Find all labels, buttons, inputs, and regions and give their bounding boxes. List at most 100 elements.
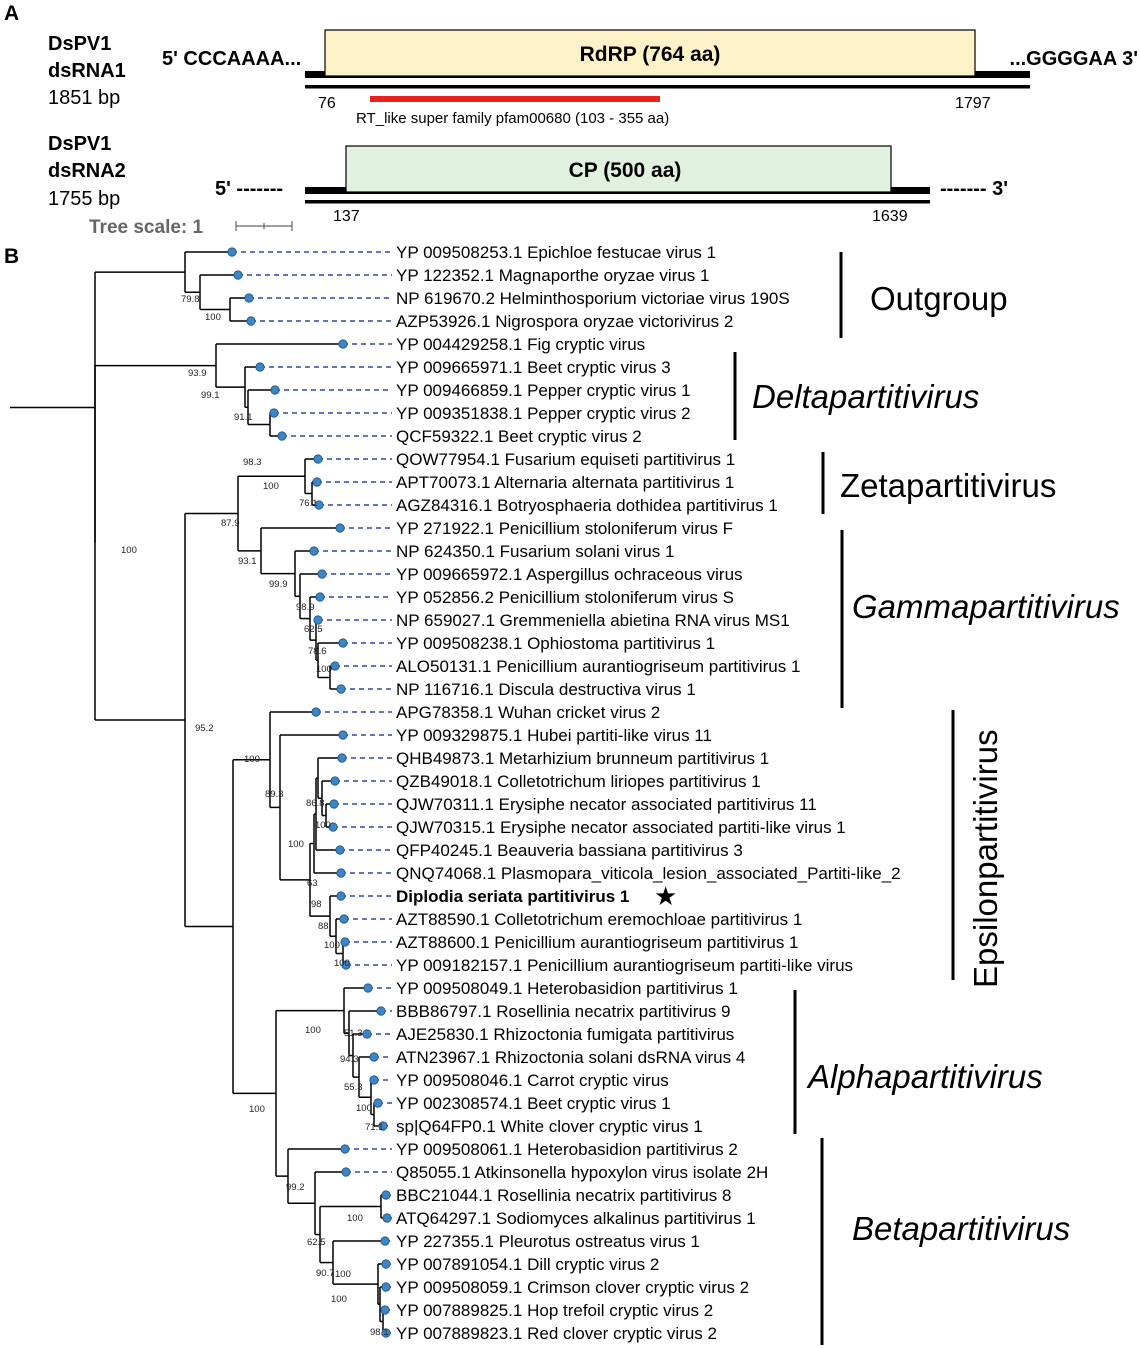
taxon-label: YP 007891054.1 Dill cryptic virus 2 <box>396 1255 659 1274</box>
taxon-label: YP 009508049.1 Heterobasidion partitivir… <box>396 979 738 998</box>
seg2-strand-line <box>305 200 930 204</box>
tip-node <box>339 914 349 924</box>
tip-node <box>362 1029 372 1039</box>
taxon-label: ATN23967.1 Rhizoctonia solani dsRNA viru… <box>396 1048 745 1067</box>
bootstrap-value: 100 <box>205 312 221 323</box>
taxon-label: YP 004429258.1 Fig cryptic virus <box>396 335 645 354</box>
taxon-label: APT70073.1 Alternaria alternata partitiv… <box>396 473 734 492</box>
bootstrap-value: 100 <box>324 940 340 951</box>
taxon-label: AGZ84316.1 Botryosphaeria dothidea parti… <box>396 496 778 515</box>
tip-node <box>363 983 373 993</box>
bootstrap-value: 78.6 <box>308 646 327 657</box>
bootstrap-value: 91.1 <box>234 412 253 423</box>
clade-zetapartitivirus: Zetapartitivirus <box>840 467 1056 504</box>
bootstrap-value: 100 <box>305 1025 321 1036</box>
seg2-five-prime: 5' ------- <box>215 178 283 200</box>
seg2-end-coord: 1639 <box>872 208 908 225</box>
taxon-label: QJW70311.1 Erysiphe necator associated p… <box>396 795 817 814</box>
panel-a: A DsPV1 dsRNA1 1851 bp 5' CCCAAAA... ...… <box>4 2 1138 238</box>
bootstrap-value: 100 <box>335 1269 351 1280</box>
taxon-label: YP 002308574.1 Beet cryptic virus 1 <box>396 1094 671 1113</box>
bootstrap-value: 93.9 <box>188 368 207 379</box>
taxon-label: QCF59322.1 Beet cryptic virus 2 <box>396 427 642 446</box>
bootstrap-value: 100 <box>347 1213 363 1224</box>
bootstrap-value: 100 <box>331 1294 347 1305</box>
bootstrap-value: 79.8 <box>181 294 200 305</box>
tip-node <box>376 1006 386 1016</box>
bootstrap-value: 86.8 <box>306 798 325 809</box>
seg2-three-prime: ------- 3' <box>940 178 1008 200</box>
clade-alphapartitivirus: Alphapartitivirus <box>806 1058 1043 1095</box>
bootstrap-value: 100 <box>288 839 304 850</box>
tip-node <box>313 615 323 625</box>
seg1-name-line2: dsRNA1 <box>48 60 126 82</box>
taxon-label: BBB86797.1 Rosellinia necatrix partitivi… <box>396 1002 731 1021</box>
taxon-label: YP 007889823.1 Red clover cryptic virus … <box>396 1324 717 1343</box>
bootstrap-value: 100 <box>334 958 350 969</box>
bootstrap-value: 87.9 <box>221 518 240 529</box>
tip-node <box>340 937 350 947</box>
taxon-label: YP 009508061.1 Heterobasidion partitivir… <box>396 1140 738 1159</box>
seg2-orf-box <box>345 145 892 193</box>
panel-a-label: A <box>4 2 19 25</box>
seg1-strand-line <box>305 85 1030 89</box>
tip-node <box>313 454 323 464</box>
clade-epsilonpartitivirus: Epsilonpartitivirus <box>967 729 1004 988</box>
tip-node <box>312 477 322 487</box>
tip-node <box>338 638 348 648</box>
clade-brackets <box>733 252 955 1345</box>
clade-gammapartitivirus: Gammapartitivirus <box>852 588 1120 625</box>
taxon-label: NP 659027.1 Gremmeniella abietina RNA vi… <box>396 611 790 630</box>
seg2-name-line1: DsPV1 <box>48 133 111 155</box>
taxon-label: QNQ74068.1 Plasmopara_viticola_lesion_as… <box>396 864 901 883</box>
tip-node <box>277 431 287 441</box>
tip-node <box>330 776 340 786</box>
seg1-domain-bar <box>370 96 660 102</box>
bootstrap-value: 100 <box>263 481 279 492</box>
tip-node <box>336 868 346 878</box>
bootstrap-value: 62.5 <box>307 1237 326 1248</box>
taxon-label: NP 116716.1 Discula destructiva virus 1 <box>396 680 696 699</box>
tip-node <box>381 1259 391 1269</box>
seg1-five-prime: 5' CCCAAAA... <box>162 48 301 70</box>
seg1-orf-box <box>324 29 976 77</box>
taxon-label: YP 271922.1 Penicillium stoloniferum vir… <box>396 519 733 538</box>
bootstrap-value: 94.3 <box>340 1054 359 1065</box>
seg1-start-coord: 76 <box>318 95 336 112</box>
tip-node <box>311 707 321 717</box>
taxon-label: Q85055.1 Atkinsonella hypoxylon virus is… <box>396 1163 768 1182</box>
taxon-label: sp|Q64FP0.1 White clover cryptic virus 1 <box>396 1117 703 1136</box>
seg1-three-prime: ...GGGGAA 3' <box>1010 48 1138 70</box>
bootstrap-values: 79.810093.999.191.198.310076.187.993.199… <box>121 294 389 1338</box>
tip-node <box>246 316 256 326</box>
seg1-domain-label: RT_like super family pfam00680 (103 - 35… <box>356 110 669 127</box>
taxon-label: YP 009665971.1 Beet cryptic virus 3 <box>396 358 671 377</box>
taxon-label: ATQ64297.1 Sodiomyces alkalinus partitiv… <box>396 1209 756 1228</box>
bootstrap-value: 63 <box>307 878 318 889</box>
taxon-label: YP 052856.2 Penicillium stoloniferum vir… <box>396 588 734 607</box>
tip-node <box>381 1328 391 1338</box>
tip-node <box>317 569 327 579</box>
tip-node <box>341 960 351 970</box>
seg2-orf-label: CP (500 aa) <box>569 159 682 182</box>
tip-node <box>340 1144 350 1154</box>
tip-node <box>373 1098 383 1108</box>
taxon-label: QFP40245.1 Beauveria bassiana partitivir… <box>396 841 743 860</box>
bootstrap-value: 98.3 <box>243 457 262 468</box>
bootstrap-value: 99.1 <box>201 390 220 401</box>
bootstrap-value: 93.1 <box>238 556 257 567</box>
seg2-size: 1755 bp <box>48 188 120 210</box>
star-icon: ★ <box>654 881 677 911</box>
bootstrap-value: 95.2 <box>195 723 214 734</box>
tree-scale-label: Tree scale: 1 <box>89 217 204 238</box>
tree-branches <box>10 251 387 1334</box>
bootstrap-value: 62.5 <box>304 624 323 635</box>
bootstrap-value: 51.3 <box>344 1028 363 1039</box>
bootstrap-value: 98 <box>311 899 322 910</box>
tip-node <box>270 385 280 395</box>
taxon-label: NP 619670.2 Helminthosporium victoriae v… <box>396 289 790 308</box>
tip-node <box>369 1052 379 1062</box>
tip-node <box>233 270 243 280</box>
taxon-label: BBC21044.1 Rosellinia necatrix partitivi… <box>396 1186 731 1205</box>
